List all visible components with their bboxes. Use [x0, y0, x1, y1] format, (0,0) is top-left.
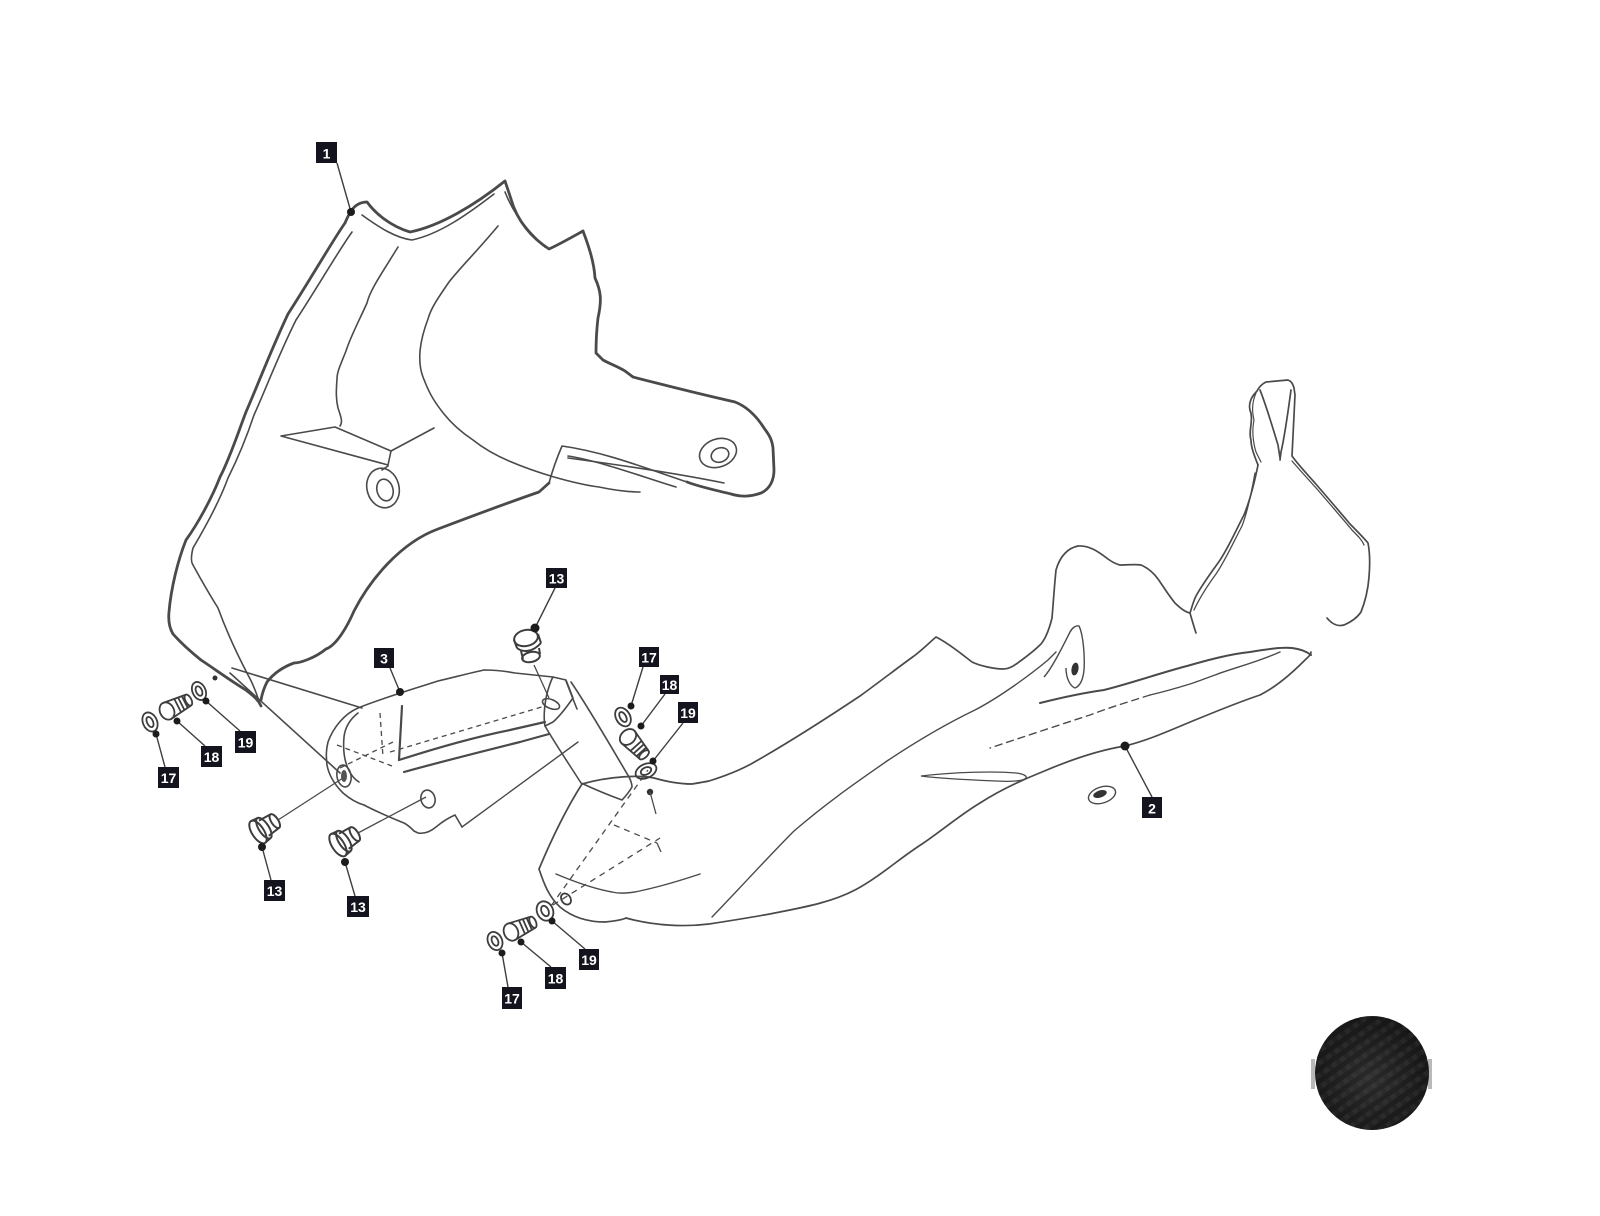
svg-text:13: 13 — [549, 571, 565, 587]
svg-text:13: 13 — [350, 899, 366, 915]
svg-text:17: 17 — [504, 991, 520, 1007]
svg-text:2: 2 — [1148, 801, 1156, 817]
svg-text:18: 18 — [204, 749, 220, 765]
svg-text:13: 13 — [267, 883, 283, 899]
svg-text:19: 19 — [581, 952, 597, 968]
svg-text:19: 19 — [680, 705, 696, 721]
svg-text:1: 1 — [323, 146, 331, 162]
svg-text:18: 18 — [662, 677, 678, 693]
svg-text:19: 19 — [238, 735, 254, 751]
svg-text:18: 18 — [548, 971, 564, 987]
svg-text:3: 3 — [380, 651, 388, 667]
svg-text:17: 17 — [641, 650, 657, 666]
svg-text:17: 17 — [161, 770, 177, 786]
